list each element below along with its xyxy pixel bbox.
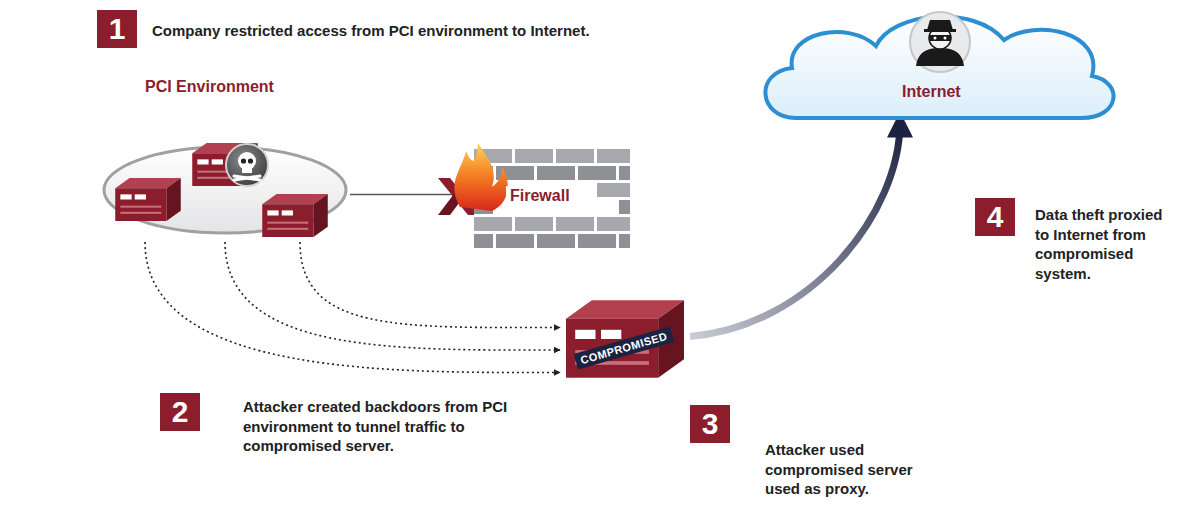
drawing-part (241, 158, 246, 163)
blocked-link (350, 194, 452, 196)
cloud-label: Internet (902, 83, 961, 101)
drawing-part (515, 217, 553, 231)
drawing-part (556, 217, 594, 231)
drawing-part (910, 12, 970, 72)
drawing-part (578, 166, 616, 180)
drawing-part (556, 149, 594, 163)
environment-group-outline (100, 72, 350, 242)
drawing-part (916, 48, 964, 66)
drawing-part (537, 234, 575, 248)
drawing-part (248, 158, 253, 163)
drawing-part (474, 217, 512, 231)
callout-holder: 4 (975, 198, 1015, 236)
drawing-part (242, 166, 252, 173)
tunnel-connector (300, 242, 560, 328)
drawing-part (578, 234, 616, 248)
callout-number: 1 (97, 10, 137, 48)
drawing-part (597, 149, 630, 163)
tunnel-connector (145, 242, 560, 373)
drawing-part (115, 178, 181, 221)
drawing-part (929, 35, 951, 41)
compromised-server: COMPROMISED (560, 296, 690, 386)
drawing-part (226, 144, 268, 186)
step-note: Company restricted access from PCI envir… (152, 21, 872, 41)
drawing-part (226, 144, 268, 186)
drawing-part (496, 234, 534, 248)
proxy-arrow (690, 122, 900, 337)
callout-number: 4 (975, 198, 1015, 236)
firewall-wall: Firewall (452, 135, 630, 250)
callout-number: 3 (690, 405, 730, 443)
drawing-part (924, 29, 956, 32)
step-note: Data theft proxied to Internet from comp… (1035, 205, 1167, 283)
drawing-part (934, 37, 937, 40)
callout-holder: 1 (97, 10, 137, 48)
internet-cloud-outline (752, 6, 1122, 124)
firewall-label: Firewall (506, 186, 574, 206)
note-holder: Data theft proxied to Internet from comp… (1035, 205, 1167, 283)
drawing-part (944, 37, 947, 40)
step-note: Attacker used compromised server used as… (765, 440, 940, 499)
group-heading: PCI Environment (145, 78, 274, 96)
drawing-part (597, 183, 630, 197)
drawing-part (474, 234, 493, 248)
step-note: Attacker created backdoors from PCI envi… (243, 397, 533, 456)
drawing-part (597, 217, 630, 231)
drawing-part (619, 166, 630, 180)
drawing-part (566, 300, 684, 377)
drawing-part (537, 166, 575, 180)
note-holder: Attacker created backdoors from PCI envi… (243, 397, 533, 456)
note-holder: Company restricted access from PCI envir… (152, 21, 872, 41)
environment-group: PCI Environment (100, 72, 350, 242)
callout-holder: 2 (160, 393, 200, 431)
internet-cloud: Internet (752, 6, 1122, 124)
drawing-part (262, 194, 328, 237)
drawing-part (234, 176, 260, 180)
drawing-part (619, 234, 630, 248)
callout-holder: 3 (690, 405, 730, 443)
tunnel-connector (225, 242, 560, 350)
callout-number: 2 (160, 393, 200, 431)
drawing-part (454, 143, 507, 211)
drawing-part (234, 176, 260, 180)
drawing-part (619, 200, 630, 214)
note-holder: Attacker used compromised server used as… (765, 440, 940, 499)
drawing-part (515, 149, 553, 163)
drawing-part (927, 20, 953, 30)
